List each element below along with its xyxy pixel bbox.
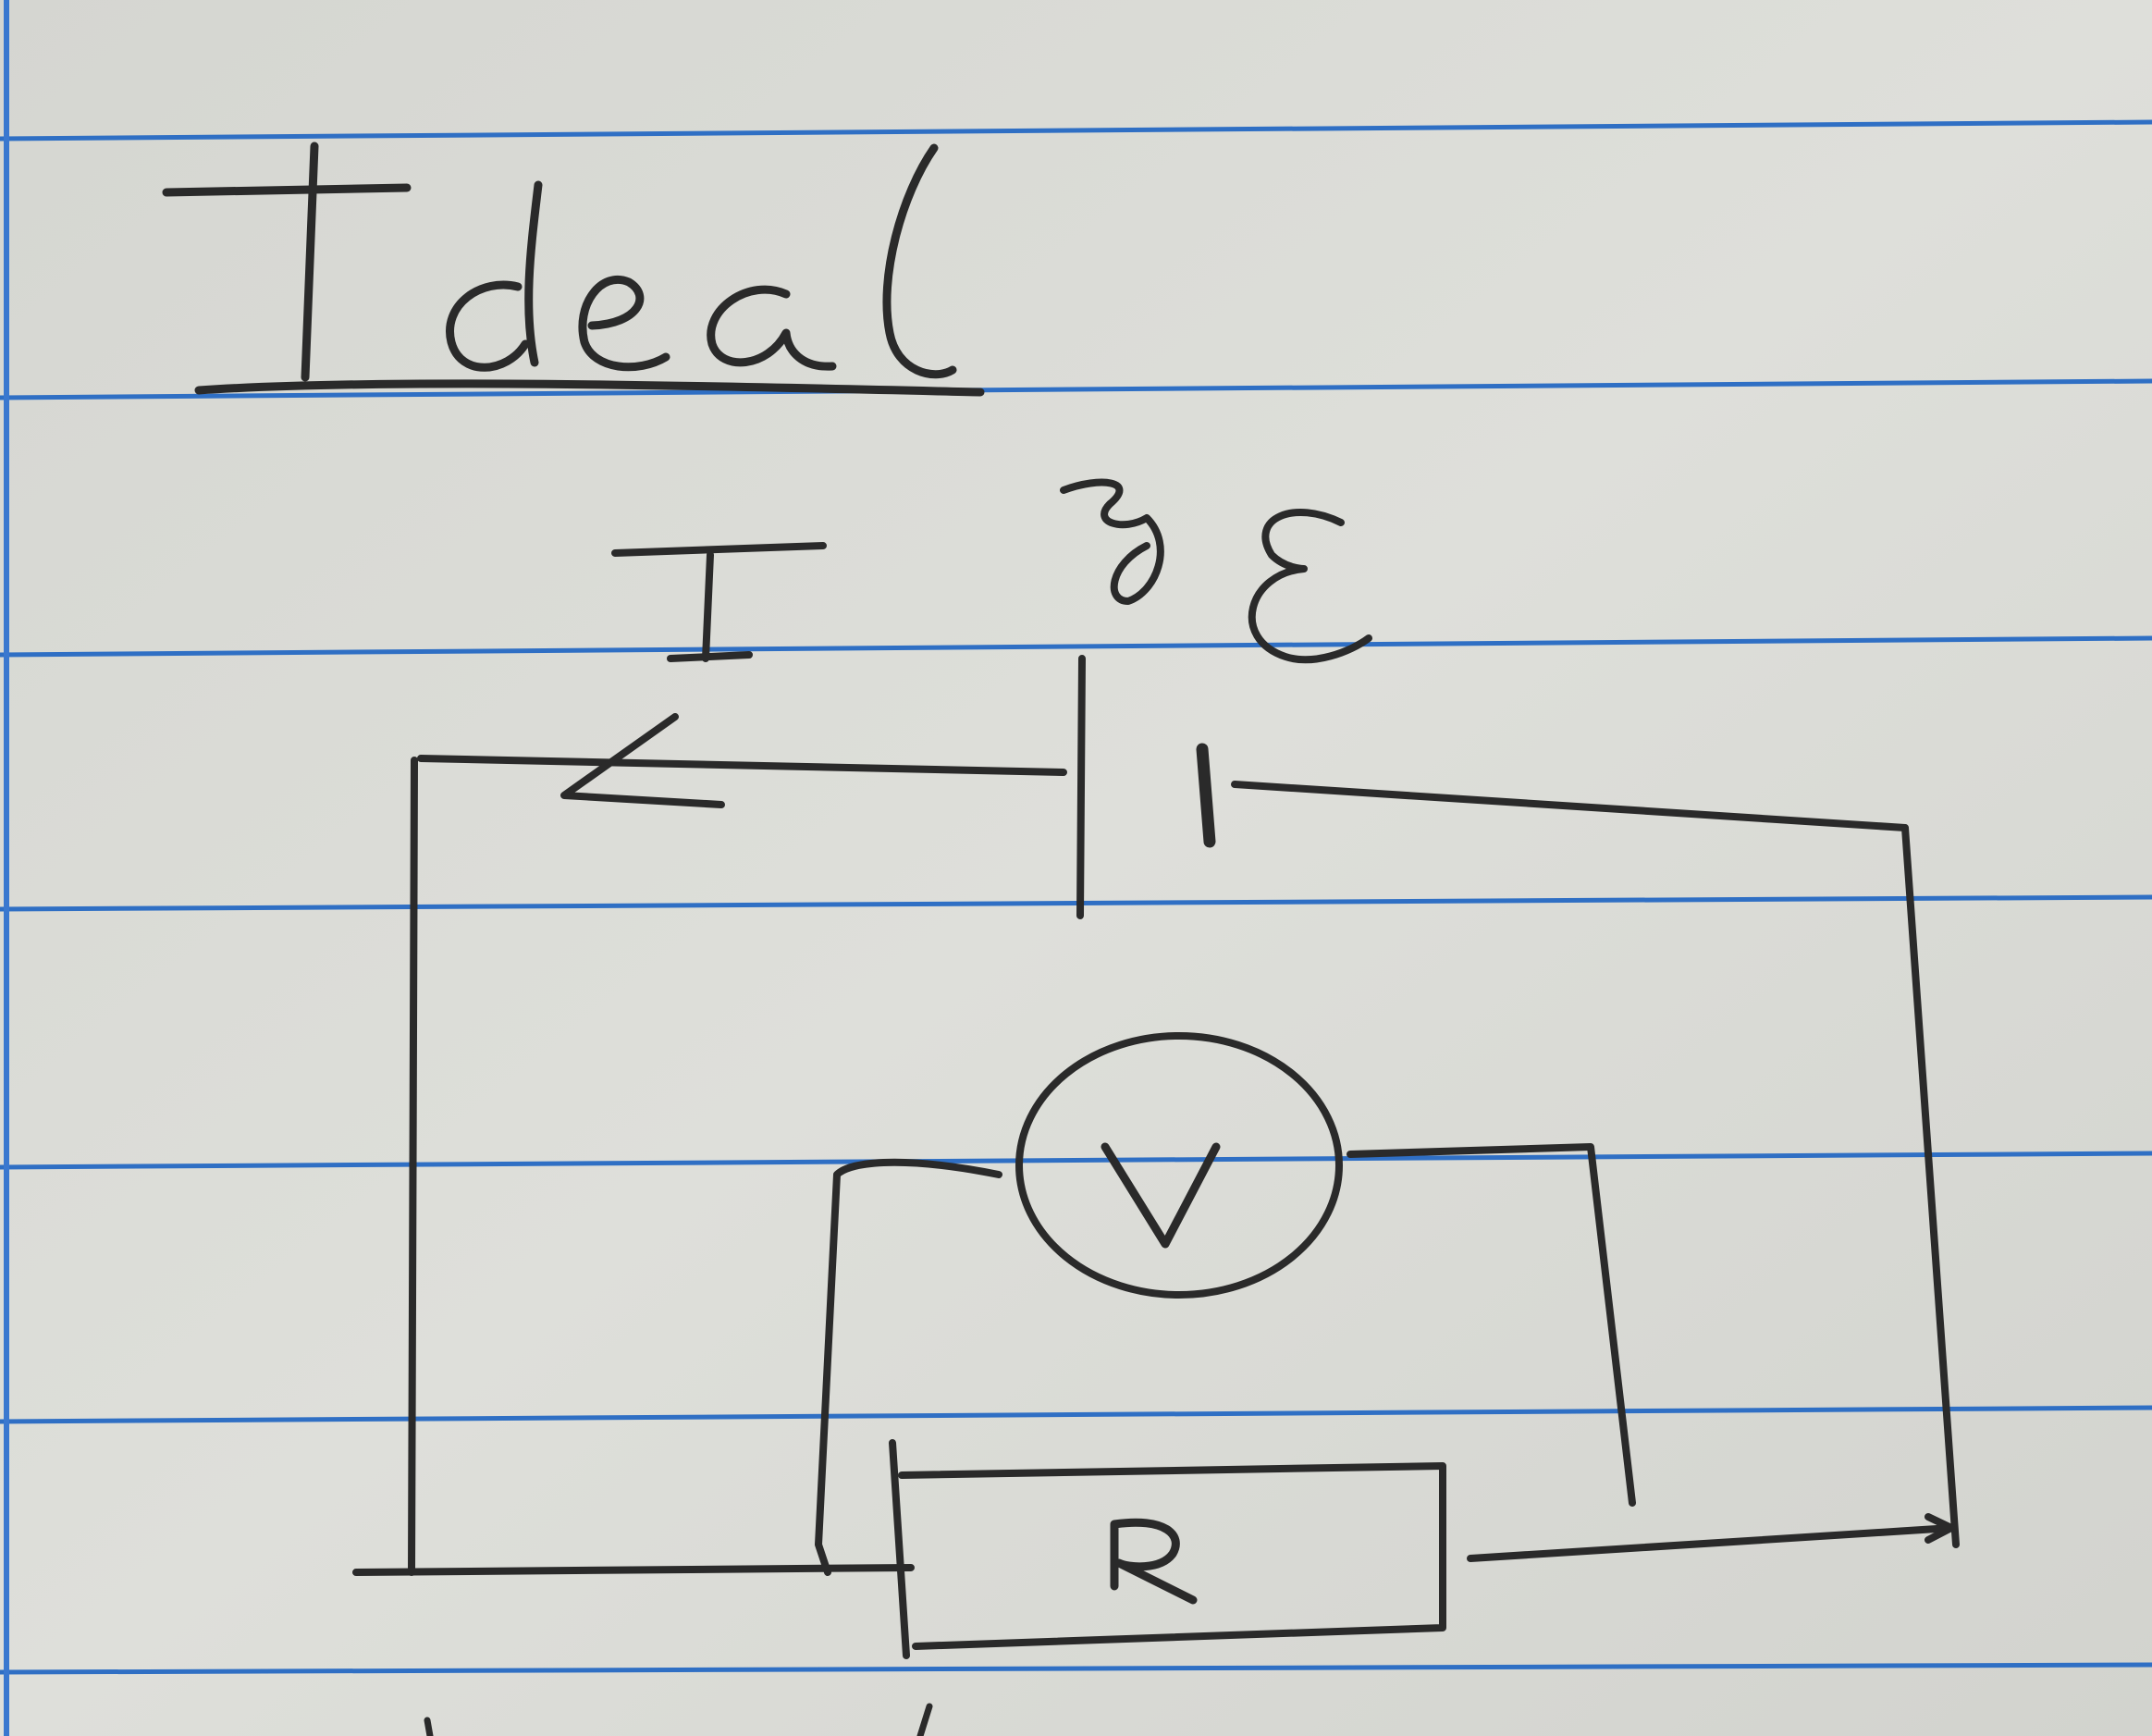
title-handwriting	[162, 142, 985, 397]
wire-top-right	[1231, 781, 1909, 831]
wire-right	[1901, 824, 1960, 1548]
voltmeter-circle	[1015, 1032, 1343, 1299]
current-direction-icon	[560, 713, 725, 808]
voltmeter-v-glyph	[1101, 1142, 1221, 1249]
cell-long-plate	[1076, 655, 1086, 919]
title-ideal: Ideal	[162, 142, 985, 397]
rule-line	[0, 635, 2152, 658]
voltmeter-wire-right	[1347, 1143, 1636, 1507]
wire-top-left	[417, 755, 1067, 776]
emf-scribble	[1060, 478, 1164, 605]
rule-line	[0, 1405, 2152, 1424]
current-label-bar-top	[611, 542, 827, 557]
resistor-left-edge	[889, 1439, 910, 1659]
voltmeter-wire-left	[815, 1158, 1002, 1576]
ruled-lines	[0, 119, 2152, 1675]
rule-line	[0, 894, 2152, 912]
resistor-body	[898, 1462, 1446, 1650]
wire-bottom-right	[1467, 1524, 1955, 1562]
emf-e-glyph	[1248, 508, 1372, 664]
wire-bottom-left	[352, 1564, 915, 1576]
rule-line	[0, 1662, 2152, 1675]
resistor-r-glyph	[1110, 1518, 1198, 1605]
rule-line	[0, 1151, 2152, 1170]
current-label-stem	[702, 551, 714, 662]
voltmeter-label: V	[1160, 1201, 1162, 1203]
circuit-diagram: I ε 8 V R	[352, 478, 1960, 1659]
rule-line	[0, 378, 2152, 400]
current-label-bar-bottom	[667, 651, 753, 662]
cell-short-plate	[1196, 743, 1216, 848]
current-arrow-icon	[1925, 1513, 1955, 1544]
wire-left	[408, 757, 418, 1576]
rule-line	[0, 119, 2152, 142]
cut-off-handwriting	[424, 1703, 933, 1736]
